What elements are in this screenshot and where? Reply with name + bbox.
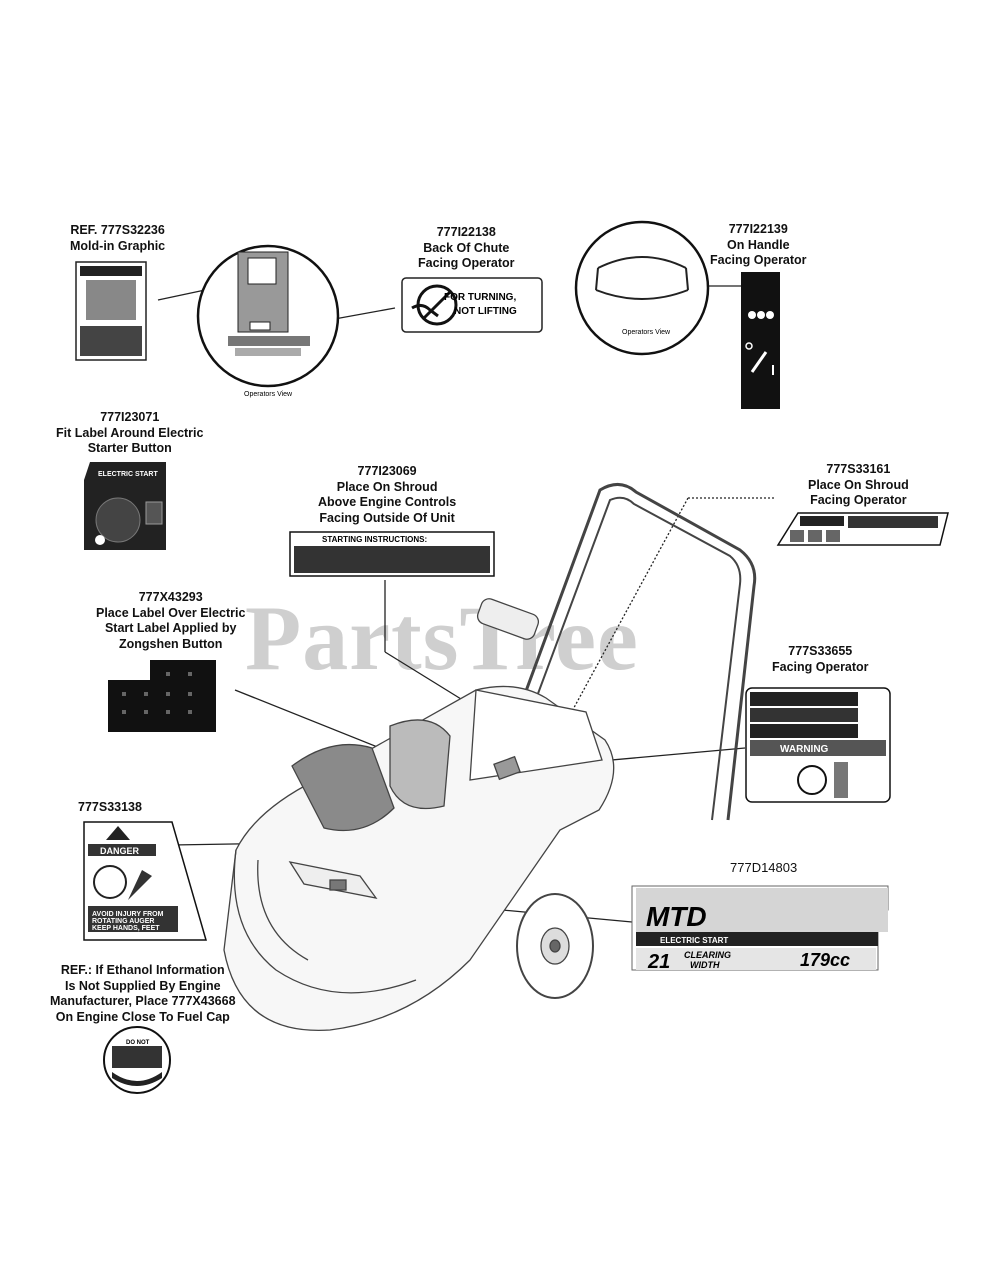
chute-label xyxy=(401,277,543,333)
danger-text-2: ROTATING AUGER xyxy=(92,918,154,925)
chute-detail-circle xyxy=(196,244,340,388)
danger-text-3: KEEP HANDS, FEET xyxy=(92,925,160,932)
left-operators-view: Operators View xyxy=(244,391,293,398)
danger-heading: DANGER xyxy=(100,846,140,856)
electric-start-label xyxy=(84,462,166,550)
handle-detail-circle xyxy=(574,220,710,356)
brand-name: MTD xyxy=(646,901,707,932)
handle-label xyxy=(741,272,780,409)
shroud-danger-label xyxy=(776,512,949,546)
starting-instructions-heading: STARTING INSTRUCTIONS: xyxy=(322,535,427,544)
zongshen-cover-label xyxy=(108,660,216,732)
do-not-text: DO NOT xyxy=(126,1040,150,1046)
clearing-size: 21 xyxy=(647,951,670,973)
snowblower-illustration xyxy=(223,483,757,1032)
mtd-brand-label xyxy=(631,885,889,971)
brand-subtitle: ELECTRIC START xyxy=(660,936,728,945)
danger-text-4: AND CLOTHING AWAY xyxy=(92,932,168,939)
width-text: WIDTH xyxy=(690,960,720,970)
callout-brand: 777D14803 xyxy=(730,860,798,875)
danger-text-1: AVOID INJURY FROM xyxy=(92,911,164,918)
electric-start-text: ELECTRIC START xyxy=(98,471,158,478)
engine-cc: 179cc xyxy=(800,950,850,970)
starting-instructions-label xyxy=(289,531,495,577)
ethanol-cap-label xyxy=(103,1026,171,1094)
chute-label-line1: FOR TURNING, xyxy=(444,292,516,303)
mold-in-graphic-label xyxy=(75,261,147,361)
chute-label-line2: NOT LIFTING xyxy=(454,306,517,317)
warning-heading: WARNING xyxy=(780,744,829,755)
danger-label xyxy=(83,821,207,941)
callout-danger: 777S33138 xyxy=(78,800,142,814)
warning-label xyxy=(745,687,891,803)
right-operators-view: Operators View xyxy=(622,329,671,336)
clearing-text: CLEARING xyxy=(684,950,731,960)
